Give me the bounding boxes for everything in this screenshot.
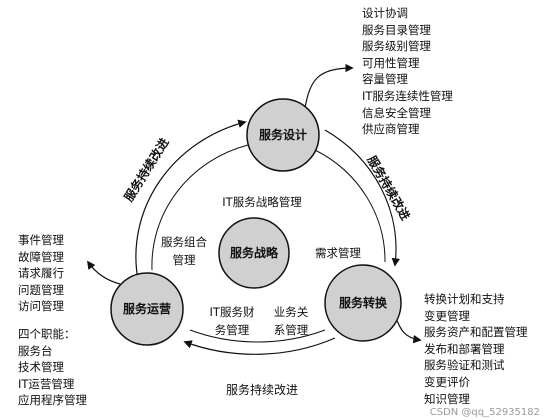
design-list-arrow [304,63,354,109]
transition-list-arrow [394,314,422,344]
design-process-item: 容量管理 [362,72,408,87]
service-transition-process-list: 转换计划和支持变更管理服务资产和配置管理发布和部署管理服务验证和测试变更评价知识… [424,291,528,407]
portfolio-management-label-line2: 管理 [173,253,196,267]
operation-function-item: 服务台 [18,343,53,358]
watermark: CSDN @qq_52935182 [429,407,540,418]
design-process-item: 可用性管理 [362,55,420,70]
transition-process-item: 变更管理 [424,308,470,323]
csi-label-bottom: 服务持续改进 [226,382,298,397]
service-transition-circle [324,264,402,342]
operation-process-item: 事件管理 [18,233,64,247]
design-process-item: IT服务连续性管理 [362,88,453,103]
design-process-item: 服务级别管理 [362,39,431,54]
design-process-item: 供应商管理 [362,122,420,137]
financial-management-label-line2: 务管理 [215,323,250,337]
operation-process-item: 请求履行 [18,266,64,281]
transition-process-item: 服务资产和配置管理 [424,325,528,340]
operation-list-arrow [87,260,121,285]
transition-process-item: 服务验证和测试 [424,358,505,373]
demand-management-label: 需求管理 [315,246,361,260]
service-operation-circle [110,272,184,346]
service-design-label: 服务设计 [259,127,307,142]
financial-management-label-line1: IT服务财 [210,305,255,319]
service-operation-label: 服务运营 [123,301,171,316]
design-process-item: 信息安全管理 [362,105,431,120]
operation-process-item: 访问管理 [18,299,64,314]
inner-arc-right [314,149,386,263]
inner-arc-bottom [189,329,326,343]
transition-process-item: 发布和部署管理 [424,341,505,356]
design-process-item: 服务目录管理 [362,22,431,37]
operation-functions-title: 四个职能： [18,327,76,341]
operation-process-item: 故障管理 [18,249,64,264]
csi-arc-bottom [183,337,336,355]
operation-function-item: 技术管理 [18,360,64,375]
service-transition-label: 服务转换 [339,295,388,310]
operation-function-item: IT运营管理 [18,376,75,391]
csi-arc-right [324,129,400,267]
inner-arc-left [151,144,249,271]
relationship-management-label-line1: 业务关 [274,305,309,319]
service-strategy-circle [218,217,290,289]
operation-function-item: 应用程序管理 [18,393,87,408]
operation-process-item: 问题管理 [18,282,64,297]
portfolio-management-label-line1: 服务组合 [161,235,207,249]
relationship-management-label-line2: 系管理 [274,323,309,337]
service-design-circle [246,98,320,172]
it-strategy-management-label: IT服务战略管理 [222,195,302,209]
csi-arc-left [135,119,247,281]
csi-label-right: 服务持续改进 [364,153,413,223]
transition-process-item: 知识管理 [424,391,470,406]
transition-process-item: 转换计划和支持 [424,292,505,306]
service-strategy-label: 服务战略 [230,245,279,260]
transition-process-item: 变更评价 [424,374,470,389]
service-operation-process-list: 事件管理故障管理请求履行问题管理访问管理 [18,232,64,315]
design-process-item: 设计协调 [362,6,408,20]
csi-label-left: 服务持续改进 [121,135,172,204]
